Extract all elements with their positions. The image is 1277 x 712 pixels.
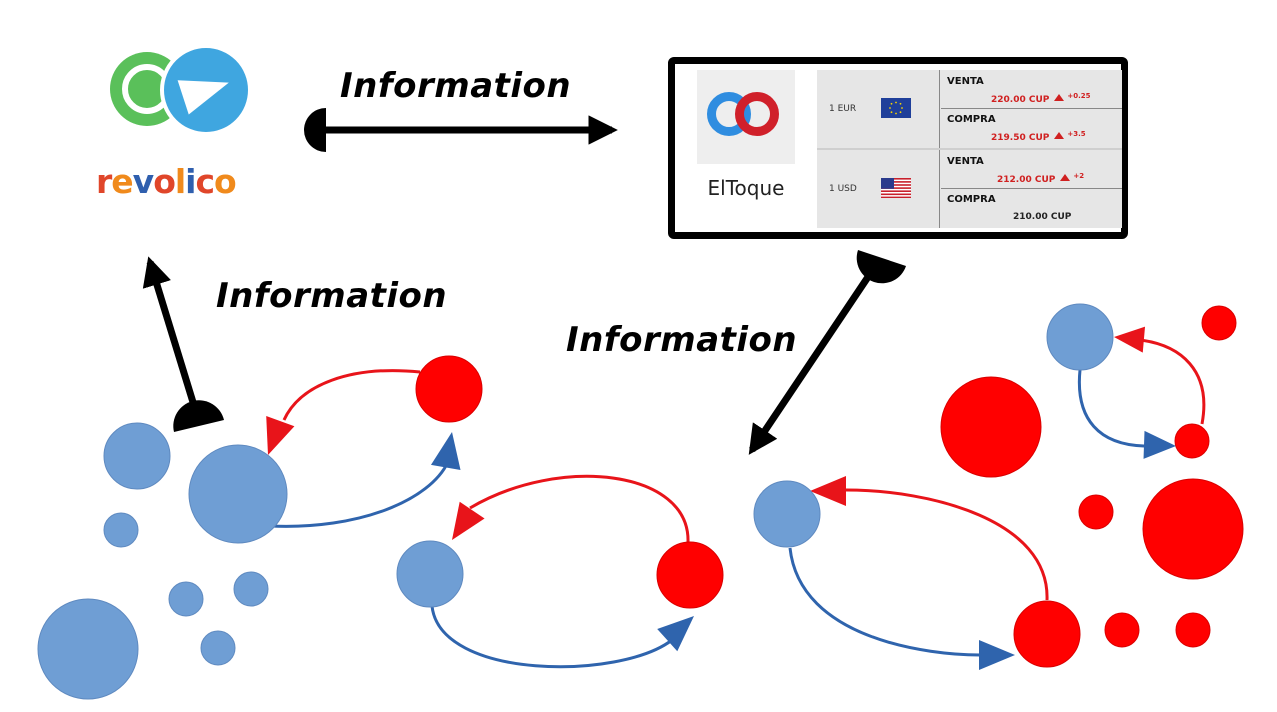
socket-cap-icon — [173, 400, 224, 432]
blue-cycle-arrow — [788, 547, 981, 657]
rates-table: 1 EUR VENTA 220.00 CUP+0.25 COMPRA 219.5… — [817, 70, 1122, 228]
blue-agent-circle — [200, 630, 236, 666]
revolico-letter: o — [214, 162, 237, 201]
us-flag-icon — [881, 178, 911, 198]
red-agent-circle — [1078, 494, 1114, 530]
revolico-letter: r — [96, 162, 112, 201]
revolico-letter: c — [195, 162, 215, 201]
red-cycle-arrow — [282, 369, 421, 421]
arrowhead-icon — [979, 640, 1015, 670]
blue-cycle-arrow — [430, 605, 673, 669]
revolico-letter: e — [111, 162, 133, 201]
red-agent-circle — [1142, 478, 1244, 580]
arrowhead-icon — [1114, 326, 1146, 353]
red-cycle-arrow — [1139, 338, 1206, 425]
blue-agent-circle — [396, 540, 464, 608]
up-triangle-icon — [1054, 132, 1065, 139]
compra-label: COMPRA — [947, 114, 996, 125]
blue-agent-circle — [233, 571, 269, 607]
rate-row-usd: 1 USD VENTA 212.00 CUP+2 COMPRA 210.00 C… — [817, 150, 1122, 228]
blue-agent-circle — [103, 422, 171, 490]
blue-agent-circle — [188, 444, 288, 544]
eltoque-brand: ElToque — [707, 176, 785, 200]
compra-label: COMPRA — [947, 194, 996, 205]
eltoque-rates-card: ElToque 1 EUR VENTA 220.00 CUP+0.25 COMP… — [668, 57, 1128, 239]
blue-cycle-arrow — [1077, 369, 1146, 448]
up-triangle-icon — [1054, 94, 1065, 101]
arrowhead-icon — [430, 432, 461, 471]
rate-row-eur: 1 EUR VENTA 220.00 CUP+0.25 COMPRA 219.5… — [817, 70, 1122, 150]
telegram-icon — [160, 44, 252, 136]
revolico-letter: o — [153, 162, 176, 201]
arrowhead-icon — [657, 616, 694, 652]
red-cycle-arrow — [469, 474, 690, 543]
blue-cycle-arrow — [269, 461, 450, 528]
blue-agent-circle — [1046, 303, 1114, 371]
revolico-letter: v — [132, 162, 154, 201]
up-triangle-icon — [1060, 174, 1071, 181]
connector-agents-to-apps — [142, 256, 224, 432]
app-icons: revolico — [96, 40, 270, 210]
red-agent-circle — [656, 541, 724, 609]
red-agent-circle — [1201, 305, 1237, 341]
venta-price: 220.00 CUP+0.25 — [991, 92, 1091, 105]
red-agent-circle — [940, 376, 1042, 478]
information-label-right: Information — [566, 320, 798, 360]
cycle-arrows — [266, 326, 1206, 670]
information-label-left: Information — [216, 276, 448, 316]
venta-label: VENTA — [947, 76, 984, 87]
connector-apps-to-eltoque — [304, 108, 618, 152]
currency-label: 1 EUR — [829, 104, 857, 114]
venta-label: VENTA — [947, 156, 984, 167]
revolico-letter: i — [185, 162, 196, 201]
arrowhead-icon — [1143, 430, 1176, 459]
agents — [37, 303, 1244, 700]
blue-agent-circle — [37, 598, 139, 700]
red-agent-circle — [1175, 612, 1211, 648]
red-agent-circle — [415, 355, 483, 423]
logo-ring-red-icon — [735, 92, 779, 136]
eu-flag-icon — [881, 98, 911, 118]
red-agent-circle — [1013, 600, 1081, 668]
blue-agent-circle — [103, 512, 139, 548]
arrowhead-icon — [452, 501, 485, 540]
eltoque-logo — [697, 70, 795, 164]
red-cycle-arrow — [845, 488, 1049, 601]
currency-label: 1 USD — [829, 184, 857, 194]
venta-price: 212.00 CUP+2 — [997, 172, 1085, 185]
blue-agent-circle — [753, 480, 821, 548]
red-agent-circle — [1174, 423, 1210, 459]
blue-agent-circle — [168, 581, 204, 617]
connector-eltoque-to-agents — [748, 250, 906, 455]
information-label-top: Information — [340, 66, 572, 106]
socket-cap-icon — [856, 250, 906, 284]
compra-price: 210.00 CUP — [1013, 212, 1072, 222]
compra-price: 219.50 CUP+3.5 — [991, 130, 1086, 143]
socket-cap-icon — [304, 108, 326, 152]
revolico-letter: l — [174, 162, 186, 201]
arrowhead-icon — [810, 476, 846, 506]
revolico-logo: revolico — [96, 162, 237, 201]
arrowhead-icon — [266, 416, 295, 455]
red-agent-circle — [1104, 612, 1140, 648]
